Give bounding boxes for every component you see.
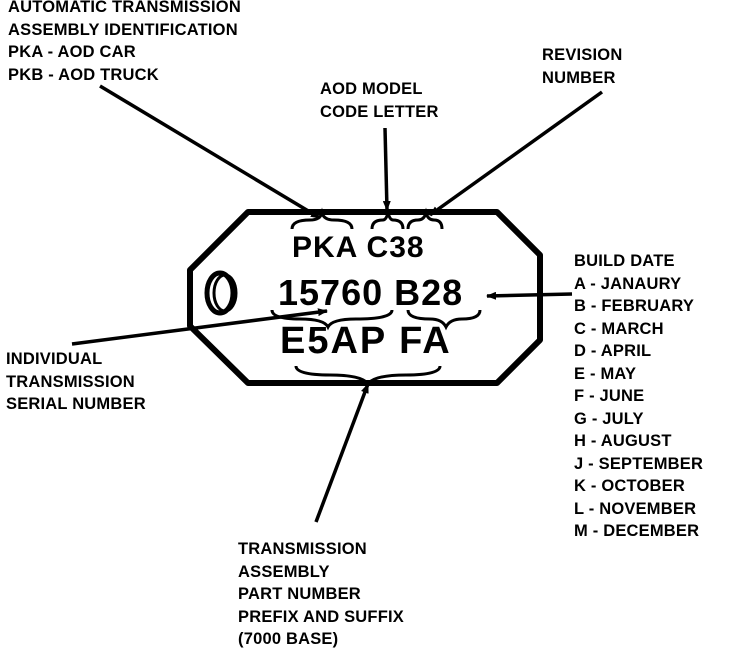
callout-serial-line: TRANSMISSION <box>6 372 135 391</box>
brace-revision <box>406 207 444 230</box>
tag-outline <box>187 209 543 386</box>
build-date-month: K - OCTOBER <box>574 477 685 495</box>
callout-assembly-id-line: ASSEMBLY IDENTIFICATION <box>8 20 238 39</box>
callout-part-number-line: TRANSMISSION <box>238 540 367 558</box>
callout-assembly-id: AUTOMATIC TRANSMISSION ASSEMBLY IDENTIFI… <box>8 0 241 86</box>
build-date-month: C - MARCH <box>574 319 664 338</box>
brace-assembly-id <box>290 207 354 230</box>
build-date-month: M - DECEMBER <box>574 522 700 540</box>
leader-model-code <box>382 127 391 211</box>
callout-part-number-line: ASSEMBLY <box>238 562 330 581</box>
callout-serial: INDIVIDUAL TRANSMISSION SERIAL NUMBER <box>6 348 146 416</box>
callout-revision-line: NUMBER <box>542 68 616 87</box>
leader-build-date <box>486 291 573 300</box>
callout-serial-line: INDIVIDUAL <box>6 350 103 368</box>
brace-build-date <box>406 309 482 331</box>
callout-assembly-id-line: AUTOMATIC TRANSMISSION <box>8 0 241 16</box>
brace-model-code <box>370 207 405 230</box>
callout-assembly-id-line: PKB - AOD TRUCK <box>8 65 159 84</box>
callout-model-code-line: AOD MODEL <box>320 80 423 98</box>
build-date-month: L - NOVEMBER <box>574 499 697 518</box>
build-date-month: A - JANAURY <box>574 274 682 293</box>
callout-part-number-line: PART NUMBER <box>238 585 361 603</box>
build-date-month: J - SEPTEMBER <box>574 454 704 473</box>
callout-revision: REVISION NUMBER <box>542 44 622 89</box>
callout-model-code: AOD MODEL CODE LETTER <box>320 78 439 123</box>
tag-line-1: PKA C38 <box>292 231 425 264</box>
leader-revision <box>428 90 604 217</box>
leader-part-number <box>314 383 370 523</box>
callout-part-number-line: PREFIX AND SUFFIX <box>238 607 404 626</box>
build-date-month: B - FEBRUARY <box>574 297 695 315</box>
callout-model-code-line: CODE LETTER <box>320 102 439 121</box>
leader-serial <box>71 308 328 346</box>
tag-mounting-hole <box>204 270 236 316</box>
build-date-heading: BUILD DATE <box>574 252 675 270</box>
build-date-month: G - JULY <box>574 409 644 428</box>
callout-serial-line: SERIAL NUMBER <box>6 395 146 413</box>
brace-serial <box>270 309 394 331</box>
build-date-month: E - MAY <box>574 364 637 383</box>
callout-assembly-id-line: PKA - AOD CAR <box>8 43 136 61</box>
callout-revision-line: REVISION <box>542 46 623 64</box>
callout-part-number-line: (7000 BASE) <box>238 630 339 648</box>
tag-line-2: 15760 B28 <box>278 272 464 313</box>
callout-part-number: TRANSMISSION ASSEMBLY PART NUMBER PREFIX… <box>238 538 404 651</box>
leader-assembly-id <box>99 84 321 220</box>
callout-build-date: BUILD DATE A - JANAURY B - FEBRUARY C - … <box>574 250 703 543</box>
build-date-month: D - APRIL <box>574 342 652 360</box>
build-date-month: H - AUGUST <box>574 432 672 450</box>
tag-line-3: E5AP FA <box>280 320 452 362</box>
build-date-month: F - JUNE <box>574 387 645 405</box>
